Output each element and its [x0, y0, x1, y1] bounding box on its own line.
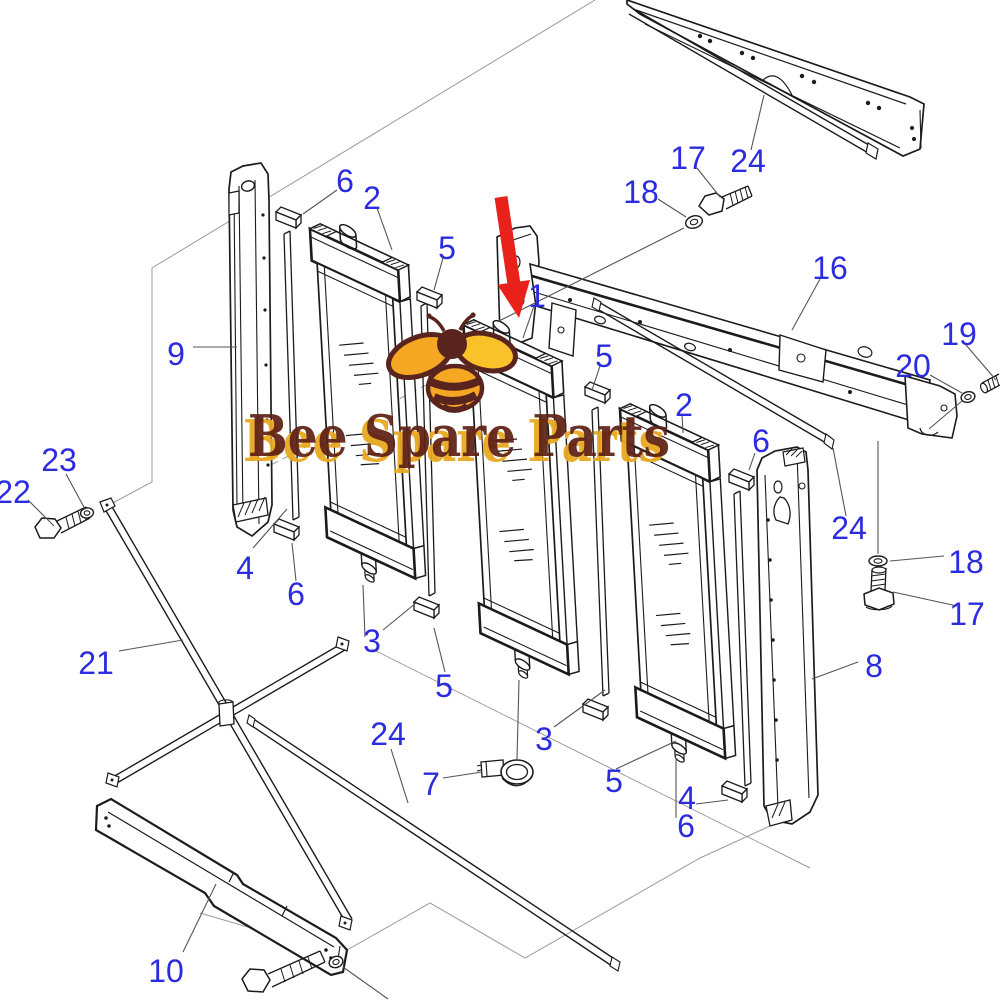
part-label-22-15: 22	[0, 474, 31, 510]
leader-lines	[28, 95, 996, 999]
part-label-17-18: 17	[949, 596, 985, 632]
bolt-19	[979, 374, 1000, 394]
part-label-21-22: 21	[78, 645, 114, 681]
part-label-16-6: 16	[812, 250, 848, 286]
bolt-17-top	[699, 186, 752, 215]
bee-logo	[382, 312, 519, 410]
part-label-2-1: 2	[363, 180, 381, 216]
seal-strips-vertical	[284, 231, 751, 786]
part-label-5-28: 5	[605, 763, 623, 799]
washer-bottom	[328, 954, 345, 969]
part-label-6-0: 6	[336, 163, 354, 199]
part-label-5-11: 5	[595, 338, 613, 374]
part-label-18-3: 18	[623, 174, 659, 210]
part-label-17-4: 17	[670, 140, 706, 176]
part-label-18-17: 18	[948, 544, 984, 580]
watermark-front-text: Bee Spare Parts	[248, 403, 670, 470]
part-label-1-9: 1	[528, 278, 546, 314]
part-label-6-30: 6	[677, 808, 695, 844]
cross-brace-21	[100, 498, 352, 930]
part-label-19-7: 19	[941, 316, 977, 352]
watermark-shadow-text: Bee Spare Parts	[243, 408, 665, 475]
bottom-panel-10	[96, 799, 347, 975]
bee-head	[437, 329, 467, 359]
part-label-3-21: 3	[363, 623, 381, 659]
part-label-5-2: 5	[438, 230, 456, 266]
part-label-5-24: 5	[435, 668, 453, 704]
part-label-23-14: 23	[41, 442, 77, 478]
part-label-2-12: 2	[675, 387, 693, 423]
washer-23	[80, 507, 95, 519]
part-label-24-16: 24	[831, 510, 867, 546]
pointer-arrow	[494, 196, 530, 318]
top-rear-panel	[627, 0, 924, 156]
bolt-17-right	[864, 567, 894, 610]
seal-strip-24-right	[592, 298, 834, 449]
part-label-4-29: 4	[678, 780, 696, 816]
part-label-6-13: 6	[752, 423, 770, 459]
part-label-24-25: 24	[370, 716, 406, 752]
watermark-text: Bee Spare Parts Bee Spare Parts	[243, 403, 670, 475]
washer-18-top	[684, 214, 704, 231]
part-label-3-26: 3	[535, 721, 553, 757]
part-label-24-5: 24	[730, 143, 766, 179]
right-frame-8	[757, 447, 818, 826]
part-label-10-31: 10	[148, 953, 184, 989]
top-seal-strip-24	[629, 8, 878, 159]
part-label-6-20: 6	[287, 576, 305, 612]
part-label-20-8: 20	[895, 348, 931, 384]
part-label-8-23: 8	[865, 648, 883, 684]
bottom-seal-strip-24	[247, 715, 620, 971]
part-label-7-27: 7	[422, 766, 440, 802]
bolt-bottom	[242, 951, 325, 992]
part-label-4-19: 4	[236, 550, 254, 586]
washer-20	[960, 390, 976, 404]
washer-18-right	[869, 556, 887, 566]
hose-clamp-7	[477, 760, 533, 786]
part-label-9-10: 9	[167, 336, 185, 372]
left-frame-9	[229, 163, 272, 536]
